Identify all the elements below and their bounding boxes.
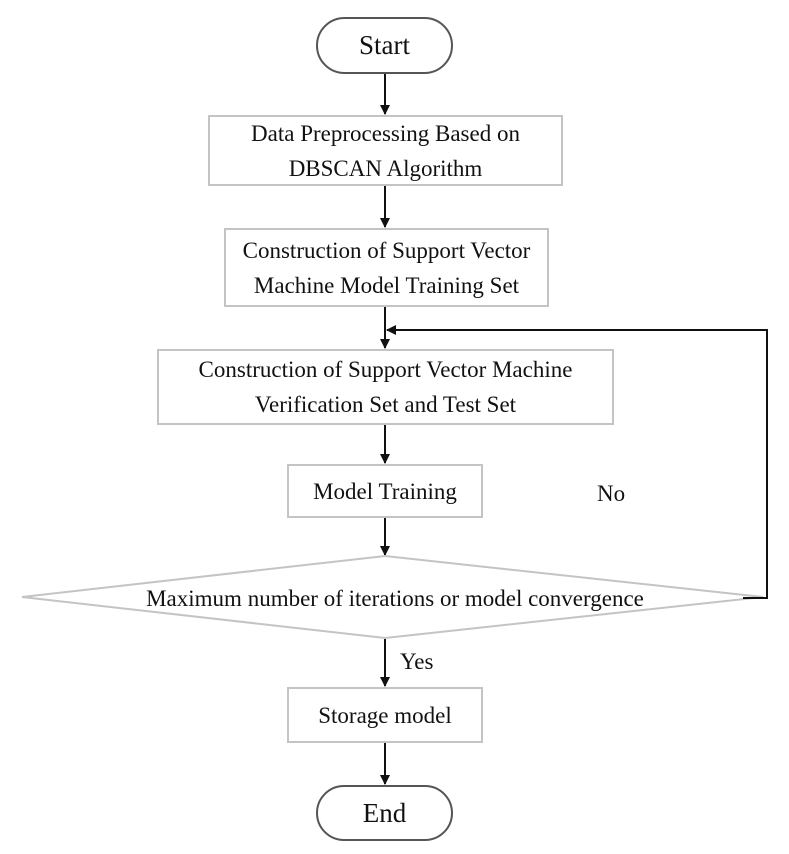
decision-diamond — [21, 554, 764, 640]
preprocess-box: Data Preprocessing Based on DBSCAN Algor… — [208, 115, 563, 186]
training-set-line-1: Construction of Support Vector — [242, 237, 531, 263]
start-terminal: Start — [316, 17, 453, 74]
start-label: Start — [359, 30, 410, 60]
verification-set-box: Construction of Support Vector Machine V… — [157, 349, 614, 425]
end-label: End — [362, 797, 407, 828]
training-set-line-2: Machine Model Training Set — [253, 272, 520, 298]
training-set-box: Construction of Support Vector Machine M… — [224, 228, 549, 307]
model-training-label: Model Training — [313, 478, 457, 504]
yes-edge-label: Yes — [400, 649, 434, 674]
verification-set-line-1: Construction of Support Vector Machine — [198, 357, 573, 382]
arrow-no-loop-back — [386, 325, 768, 599]
preprocess-line-2: DBSCAN Algorithm — [288, 155, 483, 181]
preprocess-line-1: Data Preprocessing Based on — [251, 120, 520, 146]
end-terminal: End — [316, 785, 453, 841]
storage-label: Storage model — [318, 702, 452, 728]
verification-set-line-2: Verification Set and Test Set — [254, 392, 517, 417]
model-training-box: Model Training — [287, 464, 483, 518]
decision-label: Maximum number of iterations or model co… — [146, 586, 644, 611]
storage-box: Storage model — [287, 687, 483, 743]
no-edge-label: No — [597, 481, 626, 506]
